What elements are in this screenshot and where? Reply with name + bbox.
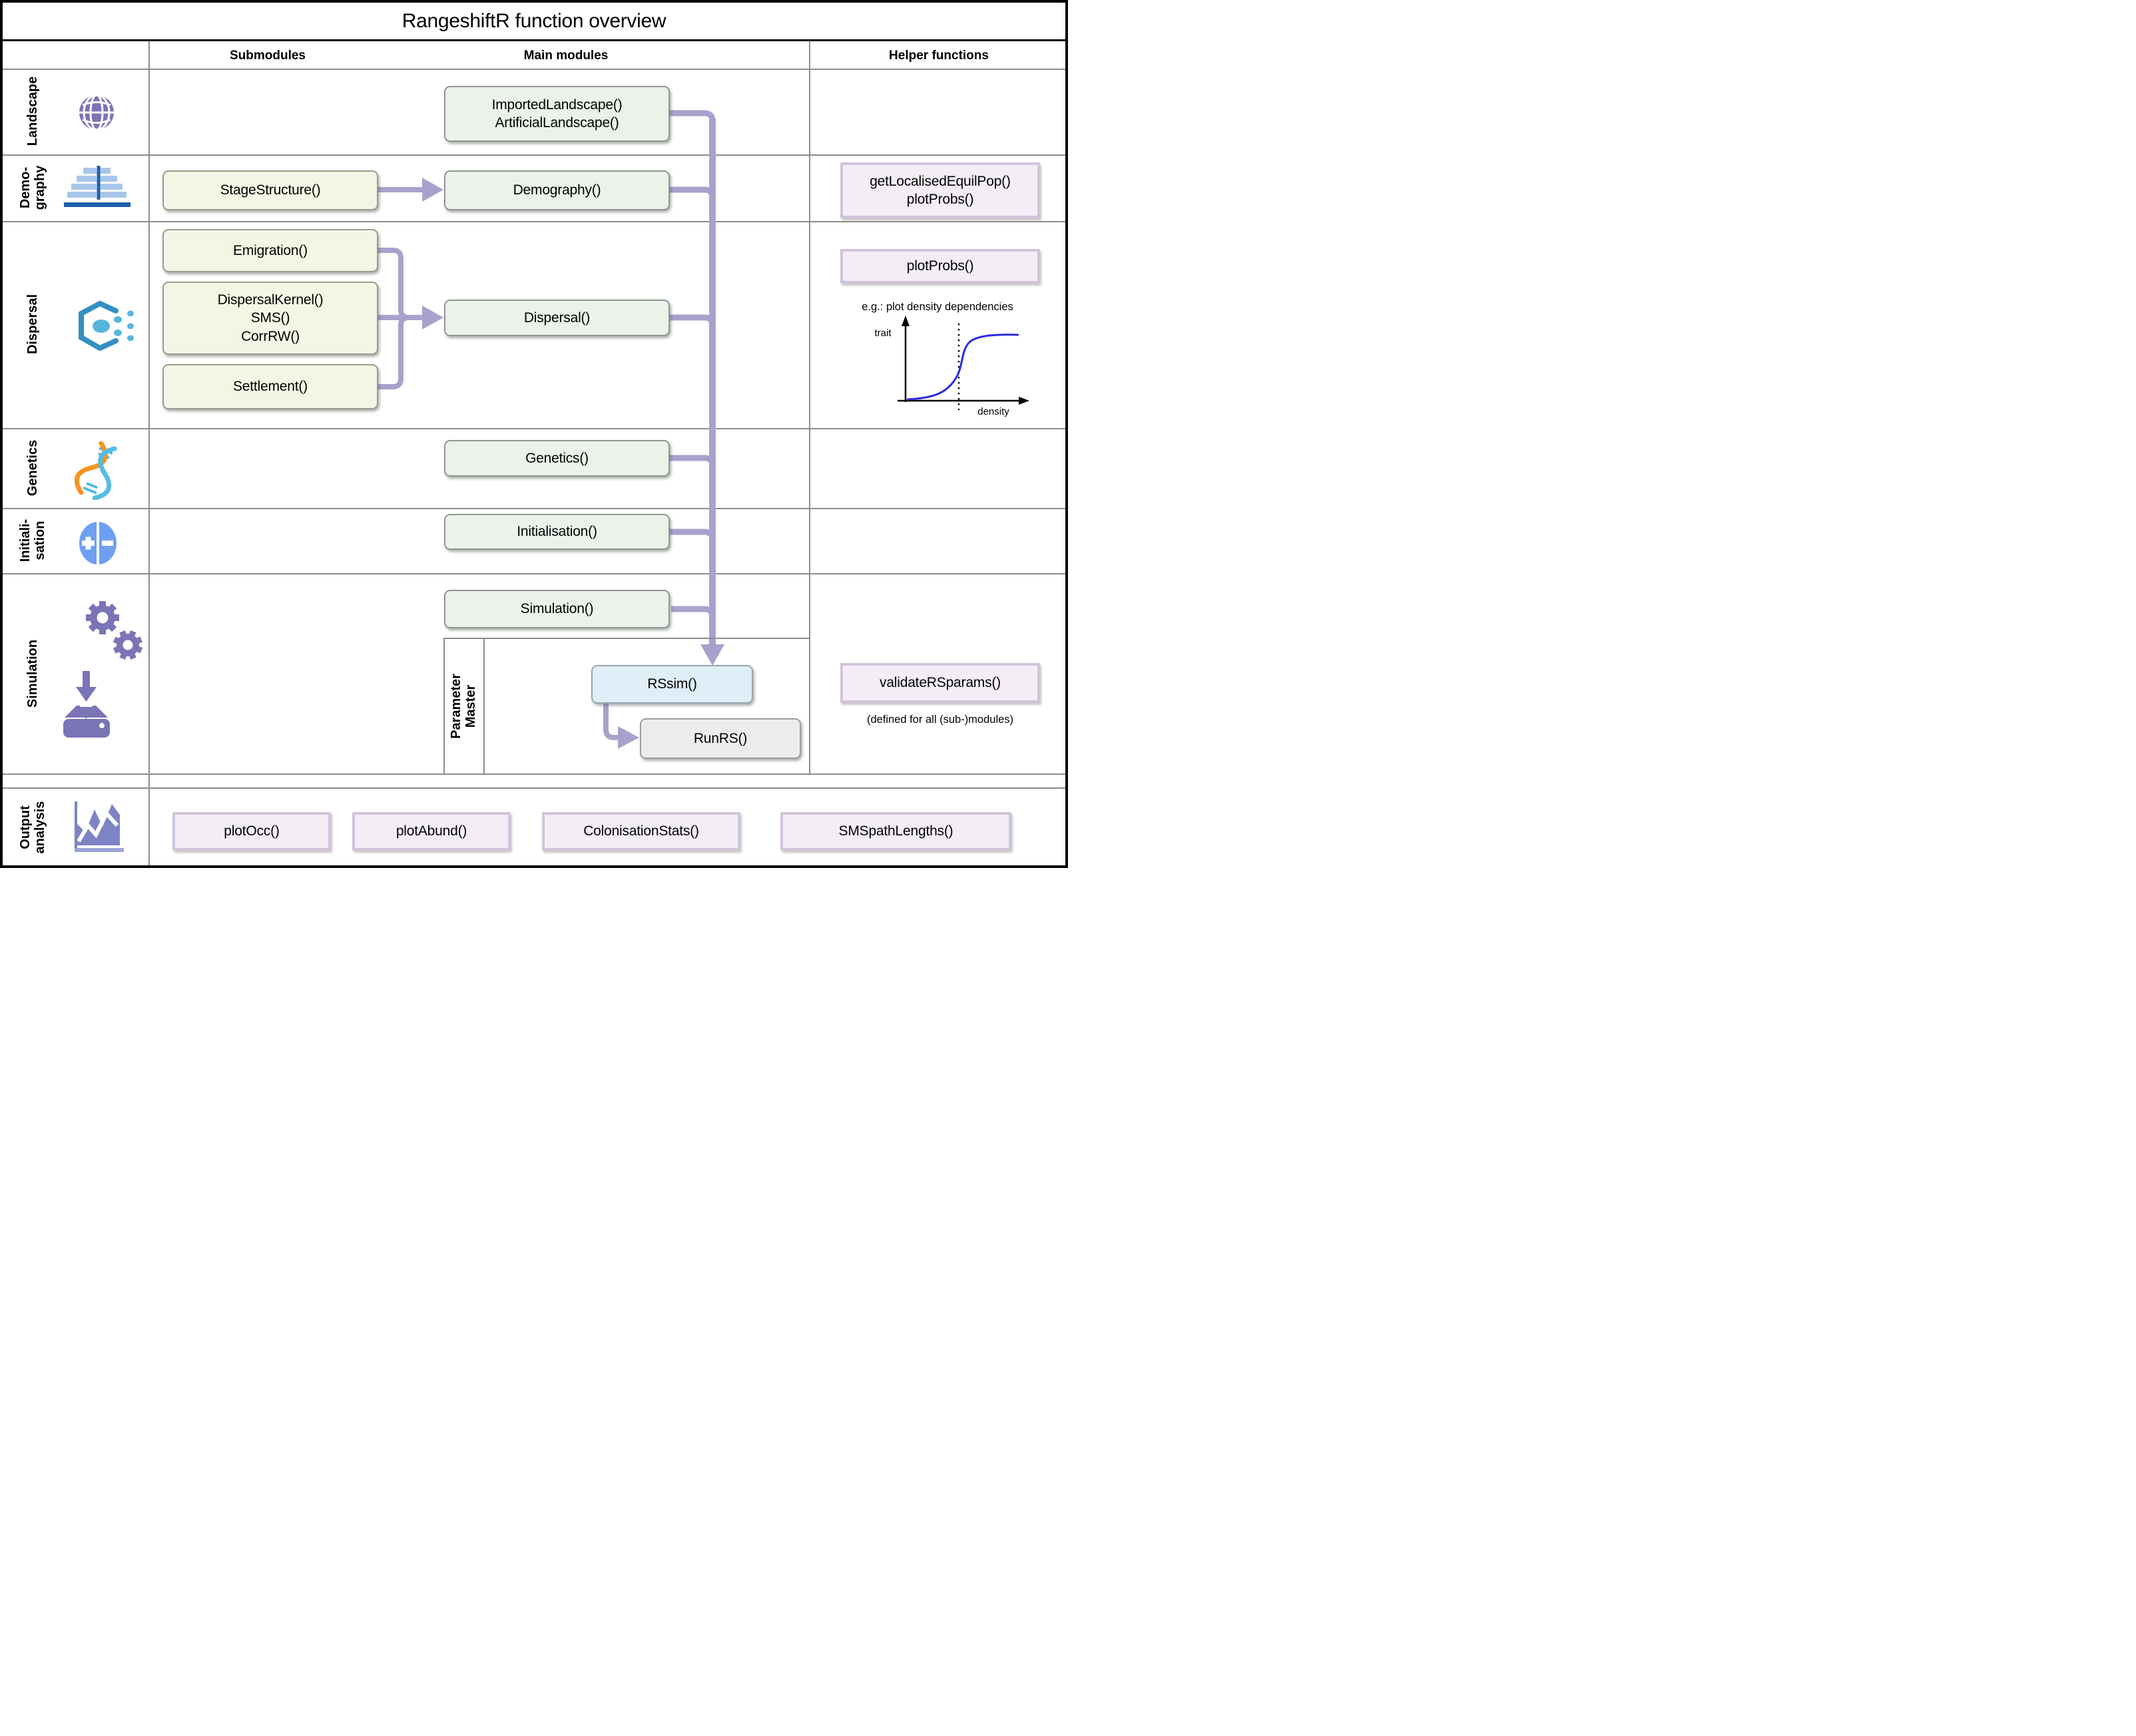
density-plot: [898, 316, 1029, 410]
box-text: RunRS(): [693, 730, 748, 746]
globe-icon: [79, 94, 114, 131]
density-plot-sigmoid-curve: [906, 333, 1019, 401]
gears-icon: [86, 601, 143, 660]
density-plot-note: e.g.: plot density dependencies: [862, 301, 1013, 313]
box-text: DispersalKernel(): [217, 292, 324, 308]
box-text: Genetics(): [525, 450, 589, 466]
plus-minus-icon: [79, 522, 117, 564]
parameter-master-line: Parameter: [449, 674, 463, 739]
title-bar: RangeshiftR function overview: [3, 3, 1065, 41]
bracket-emigration: [378, 248, 409, 320]
connector-initialisation: [670, 529, 716, 541]
genetics-main-box: Genetics(): [444, 440, 670, 477]
arrowhead-runrs: [618, 726, 639, 749]
box-text: Settlement(): [233, 379, 308, 395]
box-text: StageStructure(): [220, 182, 321, 198]
box-text: validateRSparams(): [880, 675, 1001, 691]
demography-main-box: Demography(): [444, 170, 670, 210]
dispersal-main-box: Dispersal(): [444, 300, 670, 336]
box-text: Simulation(): [520, 601, 594, 617]
connector-demography: [670, 186, 716, 198]
plot-occ-box: plotOcc(): [172, 812, 331, 851]
box-text: SMSpathLengths(): [838, 823, 953, 839]
column-header-main-modules: Main modules: [523, 49, 609, 63]
box-text: ImportedLandscape(): [491, 97, 623, 112]
gridline-genetics-bottom: [3, 508, 1065, 509]
download-icon: [63, 671, 110, 738]
box-text: plotOcc(): [224, 823, 280, 839]
box-text: Dispersal(): [523, 310, 591, 326]
box-text: ArtificialLandscape(): [495, 115, 619, 130]
connector-dispersal: [670, 314, 716, 326]
settlement-box: Settlement(): [162, 364, 378, 409]
emigration-box: Emigration(): [162, 229, 378, 272]
box-text: SMS(): [250, 310, 290, 326]
arrowhead-dispersal: [422, 306, 443, 329]
page-title: RangeshiftR function overview: [401, 9, 667, 32]
parameter-master-label: Parameter Master: [449, 674, 478, 739]
arrow-rssim-runrs-line: [603, 704, 619, 740]
box-text: plotProbs(): [906, 192, 974, 207]
rangeshiftr-overview-diagram: RangeshiftR function overview Submodules…: [0, 0, 1068, 868]
runrs-box: RunRS(): [640, 718, 801, 759]
column-header-submodules: Submodules: [229, 49, 306, 63]
box-text: CorrRW(): [241, 328, 300, 344]
box-text: Initialisation(): [517, 524, 597, 540]
line-chart-icon: [75, 801, 124, 852]
box-text: getLocalisedEquilPop(): [870, 173, 1011, 189]
bracket-settlement: [378, 315, 409, 389]
parameter-master-divider: [483, 638, 485, 775]
gridline-labelcolumn: [148, 41, 150, 865]
plot-abund-box: plotAbund(): [352, 812, 511, 851]
gridline-output-top: [3, 787, 1065, 789]
parameter-master-panel: [443, 638, 810, 775]
box-text: ColonisationStats(): [583, 823, 699, 839]
density-plot-xaxis-arrowhead: [1019, 397, 1029, 405]
connector-simulation: [671, 606, 716, 618]
connector-genetics: [670, 455, 716, 467]
parameter-master-line: Master: [463, 684, 478, 728]
box-text: plotAbund(): [396, 823, 467, 839]
gridline-helpercolumn: [809, 41, 810, 773]
connector-overlay: [378, 110, 1029, 749]
box-text: Emigration(): [233, 242, 308, 258]
box-text: Demography(): [513, 182, 601, 198]
sms-path-lengths-box: SMSpathLengths(): [780, 812, 1011, 851]
rssim-box: RSsim(): [591, 665, 753, 704]
landscape-main-box: ImportedLandscape() ArtificialLandscape(…: [444, 86, 670, 142]
connector-landscape: [670, 110, 716, 122]
colonisation-stats-box: ColonisationStats(): [542, 812, 740, 851]
gridline-header-bottom: [3, 69, 1065, 70]
simulation-main-box: Simulation(): [444, 590, 670, 628]
density-plot-ylabel: trait: [874, 327, 892, 339]
gridline-dispersal-bottom: [3, 428, 1065, 429]
arrowhead-stagestructure: [422, 178, 443, 202]
initialisation-main-box: Initialisation(): [444, 514, 670, 550]
density-plot-xlabel: density: [977, 406, 1009, 417]
gridline-demography-bottom: [3, 221, 1065, 222]
population-pyramid-icon: [64, 166, 131, 207]
box-text: RSsim(): [647, 676, 697, 692]
gridline-initialisation-bottom: [3, 573, 1065, 574]
dna-icon: [75, 441, 117, 500]
validate-helper-box: validateRSparams(): [840, 663, 1040, 703]
gridline-landscape-bottom: [3, 154, 1065, 156]
dispersal-hexagon-icon: [79, 301, 134, 351]
dispersal-helper-box: plotProbs(): [840, 249, 1040, 284]
box-text: plotProbs(): [906, 258, 974, 274]
arrowhead-main-flow: [700, 644, 724, 666]
demography-helper-box: getLocalisedEquilPop() plotProbs(): [840, 162, 1040, 218]
transfer-box: DispersalKernel() SMS() CorrRW(): [162, 282, 378, 355]
validate-helper-caption: (defined for all (sub-)modules): [866, 714, 1014, 726]
stage-structure-box: StageStructure(): [162, 170, 378, 210]
density-plot-yaxis-arrowhead: [902, 316, 910, 326]
column-header-helper-functions: Helper functions: [889, 49, 989, 63]
